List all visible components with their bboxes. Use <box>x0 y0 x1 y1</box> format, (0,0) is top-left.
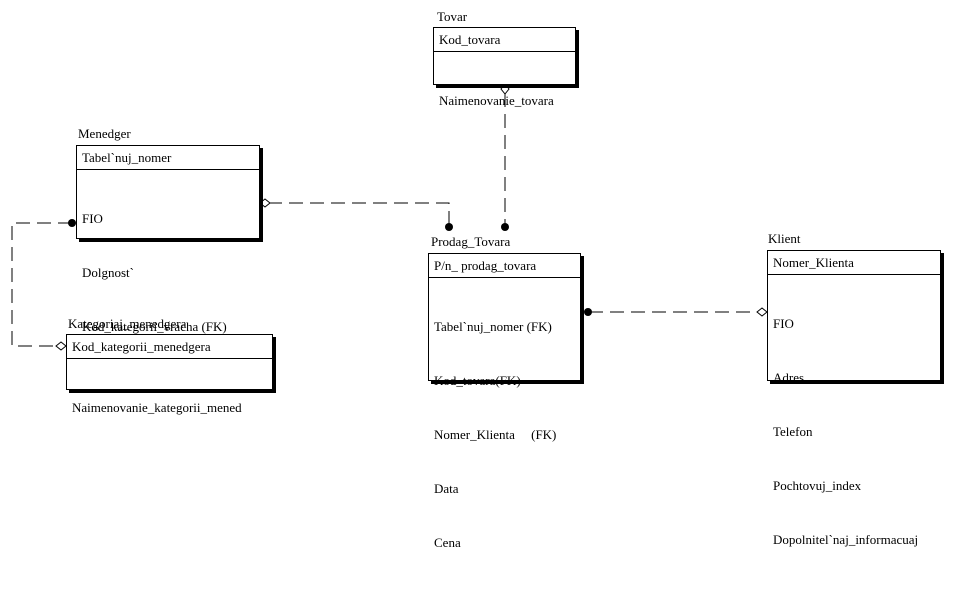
entity-key-section: Nomer_Klienta <box>768 251 940 275</box>
attribute: Pochtovuj_index <box>773 478 862 493</box>
entity-key-section: Kod_kategorii_menedgera <box>67 335 272 359</box>
key-attribute: P/n_ prodag_tovara <box>434 258 537 273</box>
dot-prodag-tovar <box>501 223 509 231</box>
diamond-tovar <box>500 83 510 95</box>
attribute: Nomer_Klienta (FK) <box>434 427 557 442</box>
attribute: Dolgnost` <box>82 265 134 280</box>
key-attribute: Tabel`nuj_nomer <box>82 150 172 165</box>
key-attribute: Kod_tovara <box>439 32 501 47</box>
attribute: Adres <box>773 370 805 385</box>
entity-attribute-section: Naimenovanie_tovara <box>434 52 575 149</box>
entity-menedger[interactable]: Tabel`nuj_nomer FIO Dolgnost` Kod_katego… <box>76 145 260 334</box>
attribute: Kod_tovara(FK) <box>434 373 521 388</box>
diamond-menedger <box>259 198 271 208</box>
attribute: Tabel`nuj_nomer (FK) <box>434 319 552 334</box>
attribute: Kod_kategorii_vracha (FK) <box>82 319 227 334</box>
entity-title-klient: Klient <box>768 231 801 246</box>
entity-title-prodag-tovara: Prodag_Tovara <box>431 234 511 249</box>
attribute: Cena <box>434 535 461 550</box>
entity-kategoriaj-menedgera[interactable]: Kod_kategorii_menedgera Naimenovanie_kat… <box>66 334 273 415</box>
entity-key-section: P/n_ prodag_tovara <box>429 254 580 278</box>
entity-title-kategoriaj-menedgera: Kategoriaj_menedgera <box>68 316 187 331</box>
relationship-lines <box>11 83 768 351</box>
diamond-klient <box>756 307 768 317</box>
attribute: FIO <box>82 211 103 226</box>
entity-attribute-section: Tabel`nuj_nomer (FK) Kod_tovara(FK) Nome… <box>429 278 580 591</box>
entity-klient[interactable]: Nomer_Klienta FIO Adres Telefon Pochtovu… <box>767 250 941 547</box>
dot-prodag-klient <box>584 308 592 316</box>
attribute: Naimenovanie_tovara <box>439 93 554 108</box>
attribute: Telefon <box>773 424 813 439</box>
rel-menedger-prodag <box>268 202 450 224</box>
key-attribute: Nomer_Klienta <box>773 255 854 270</box>
entity-key-section: Kod_tovara <box>434 28 575 52</box>
diamond-kategoriaj <box>55 341 67 351</box>
entity-title-tovar: Tovar <box>437 9 468 24</box>
key-attribute: Kod_kategorii_menedgera <box>72 339 211 354</box>
attribute: Dopolnitel`naj_informacuaj <box>773 532 919 547</box>
rel-kategoriaj-menedger <box>11 222 72 347</box>
entity-attribute-section: FIO Dolgnost` Kod_kategorii_vracha (FK) <box>77 170 259 375</box>
entity-prodag-tovara[interactable]: P/n_ prodag_tovara Tabel`nuj_nomer (FK) … <box>428 253 581 550</box>
entity-attribute-section: FIO Adres Telefon Pochtovuj_index Dopoln… <box>768 275 940 588</box>
entity-attribute-section: Naimenovanie_kategorii_mened <box>67 359 272 456</box>
dot-prodag-menedger <box>445 223 453 231</box>
attribute: FIO <box>773 316 794 331</box>
entity-title-menedger: Menedger <box>78 126 131 141</box>
dot-menedger-kategoriaj <box>68 219 76 227</box>
attribute: Data <box>434 481 459 496</box>
entity-key-section: Tabel`nuj_nomer <box>77 146 259 170</box>
entity-tovar[interactable]: Kod_tovara Naimenovanie_tovara <box>433 27 576 108</box>
